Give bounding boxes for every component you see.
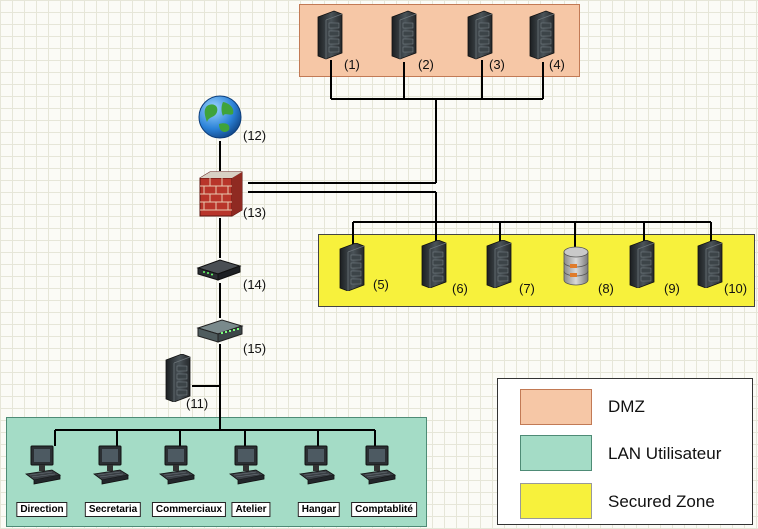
workstation-hangar-icon xyxy=(296,444,336,488)
server-7-label: (7) xyxy=(519,281,535,296)
server-5-label: (5) xyxy=(373,277,389,292)
server-11-icon xyxy=(163,354,193,402)
database-8-icon xyxy=(562,246,590,286)
legend-swatch-dmz xyxy=(520,389,592,425)
router-label: (14) xyxy=(243,277,267,292)
workstation-comptabilite-label: Comptablité xyxy=(351,502,417,517)
legend-label-secured: Secured Zone xyxy=(608,492,715,511)
database-8-label: (8) xyxy=(598,281,614,296)
workstation-commerciaux-label: Commerciaux xyxy=(151,502,227,517)
workstation-commerciaux-icon xyxy=(156,444,196,488)
server-4-icon xyxy=(528,10,556,60)
workstation-atelier-label: Atelier xyxy=(231,502,271,517)
legend-label-lan: LAN Utilisateur xyxy=(608,444,722,463)
server-6-label: (6) xyxy=(452,281,468,296)
firewall-icon xyxy=(199,171,243,217)
server-3-label: (3) xyxy=(489,57,505,72)
legend: DMZ LAN Utilisateur Secured Zone xyxy=(497,378,753,525)
workstation-secretaria-label: Secretaria xyxy=(84,502,142,517)
workstation-direction-label: Direction xyxy=(16,502,68,517)
internet-label: (12) xyxy=(243,128,267,143)
workstation-atelier-icon xyxy=(226,444,266,488)
server-4-label: (4) xyxy=(549,57,565,72)
switch-icon xyxy=(196,319,244,343)
workstation-direction-icon xyxy=(22,444,62,488)
legend-label-dmz: DMZ xyxy=(608,397,645,416)
secured-zone xyxy=(318,234,755,307)
internet-globe-icon xyxy=(198,95,242,139)
server-9-label: (9) xyxy=(664,281,680,296)
server-11-label: (11) xyxy=(186,396,209,411)
legend-swatch-secured xyxy=(520,483,592,519)
workstation-secretaria-icon xyxy=(90,444,130,488)
server-6-icon xyxy=(420,240,448,288)
workstation-comptabilite-icon xyxy=(357,444,397,488)
server-1-label: (1) xyxy=(344,57,360,72)
server-3-icon xyxy=(466,10,494,60)
server-10-label: (10) xyxy=(724,281,748,296)
switch-label: (15) xyxy=(243,341,267,356)
server-2-label: (2) xyxy=(418,57,434,72)
legend-swatch-lan xyxy=(520,435,592,471)
firewall-label: (13) xyxy=(243,205,267,220)
server-2-icon xyxy=(390,10,418,60)
workstation-hangar-label: Hangar xyxy=(297,502,341,517)
server-1-icon xyxy=(316,10,344,60)
server-9-icon xyxy=(628,240,656,288)
server-10-icon xyxy=(696,240,724,288)
server-5-icon xyxy=(338,243,366,291)
router-icon xyxy=(196,259,242,281)
server-7-icon xyxy=(485,240,513,288)
